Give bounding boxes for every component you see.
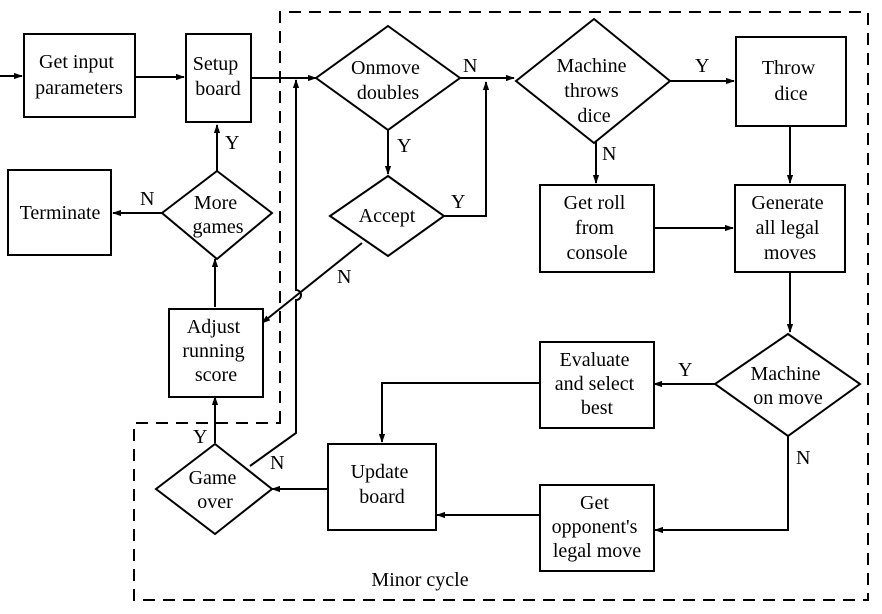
node-setup-board: Setup board <box>185 33 252 123</box>
label-onmove-no: N <box>463 55 477 77</box>
svg-text:Throw dice: Throw dice <box>762 57 820 105</box>
label-more-games-yes: Y <box>225 132 239 154</box>
minor-cycle-label: Minor cycle <box>371 569 468 591</box>
edge-on-move-no-to-opponent <box>654 436 789 534</box>
svg-text:Setup board: Setup board <box>193 53 244 100</box>
node-adjust-score: Adjust running score <box>168 308 264 398</box>
edge-accept-yes-to-merge <box>444 81 490 217</box>
node-game-over: Game over <box>154 442 274 536</box>
svg-text:Adjust running sco: Adjust running score <box>182 316 249 386</box>
label-throws-yes: Y <box>695 55 709 77</box>
svg-text:Machine on move: Machine on move <box>751 363 826 409</box>
svg-text:Evaluate and select: Evaluate and select best <box>555 349 639 419</box>
svg-text:Machine throws dic: Machine throws dice <box>557 55 632 127</box>
label-game-over-yes: Y <box>193 426 207 448</box>
svg-text:More games: More games <box>192 192 243 238</box>
label-accept-yes: Y <box>451 191 465 213</box>
node-get-opponent: Get opponent's legal move <box>539 484 655 572</box>
label-game-over-no: N <box>270 452 284 474</box>
edge-game-over-no-to-setup-merge <box>249 79 302 467</box>
node-update-board: Update board <box>327 443 437 531</box>
svg-text:Get opponent's leg: Get opponent's legal move <box>552 492 643 562</box>
node-evaluate: Evaluate and select best <box>539 341 655 429</box>
node-get-roll: Get roll from console <box>539 184 655 273</box>
label-on-move-yes: Y <box>678 359 692 381</box>
node-get-input: Get input parameters <box>23 33 136 118</box>
major-cycle-boundary <box>133 11 869 601</box>
edge-evaluate-to-update <box>378 382 540 443</box>
edge-accept-no-to-adjust <box>261 242 363 324</box>
svg-text:Get roll from cons: Get roll from console <box>564 192 631 264</box>
svg-text:Get input parameters: Get input parameters <box>35 51 123 99</box>
node-machine-throws-dice: Machine throws dice <box>514 17 672 145</box>
label-onmove-yes: Y <box>397 135 411 157</box>
node-generate-moves: Generate all legal moves <box>734 184 846 273</box>
svg-text:Accept: Accept <box>359 205 416 227</box>
label-more-games-no: N <box>140 188 154 210</box>
node-onmove-doubles: Onmove doubles <box>314 24 462 132</box>
svg-text:Game over: Game over <box>189 467 242 513</box>
node-terminate: Terminate <box>7 169 112 256</box>
node-throw-dice: Throw dice <box>735 36 847 127</box>
svg-text:Terminate: Terminate <box>20 202 101 224</box>
node-accept: Accept <box>328 174 446 258</box>
svg-text:Update board: Update board <box>351 461 414 508</box>
node-machine-on-move: Machine on move <box>713 332 862 438</box>
label-accept-no: N <box>337 266 351 288</box>
svg-text:Onmove doubles: Onmove doubles <box>351 57 425 104</box>
svg-text:Generate all legal: Generate all legal moves <box>751 192 828 264</box>
label-on-move-no: N <box>796 447 810 469</box>
node-more-games: More games <box>160 169 274 261</box>
label-throws-no: N <box>602 143 616 165</box>
